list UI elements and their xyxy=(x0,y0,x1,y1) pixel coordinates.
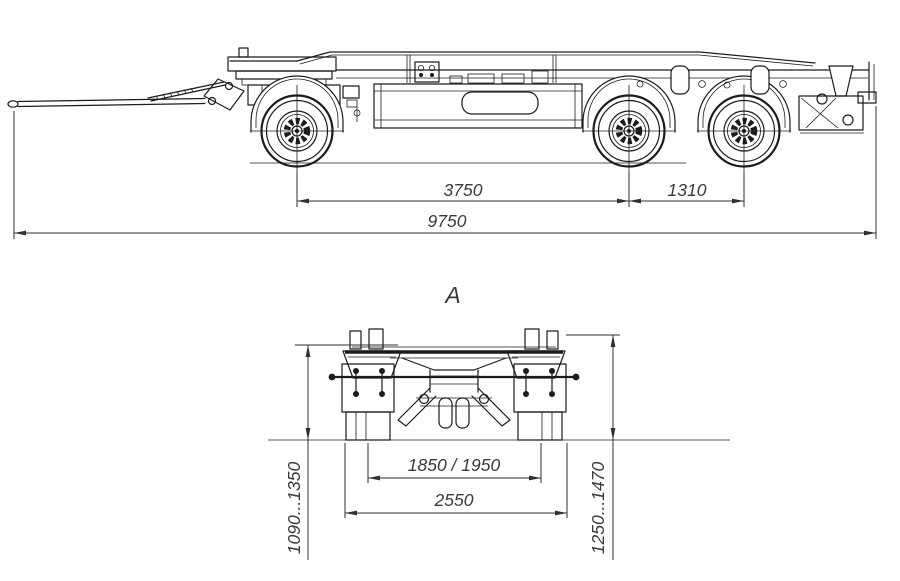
side-guard xyxy=(373,83,583,129)
chassis-frame xyxy=(229,51,869,84)
top-cross-beam xyxy=(345,328,563,359)
dim-frame-height-label: 1090...1350 xyxy=(284,462,304,555)
drawbar-eye xyxy=(7,100,19,108)
side-view-dimensions: 3750 1310 9750 xyxy=(13,106,877,239)
air-spring xyxy=(438,397,453,429)
fender-bolts xyxy=(353,368,555,397)
dim-bogie-spacing-label: 1310 xyxy=(668,180,707,200)
container-guides xyxy=(636,65,854,97)
air-tank xyxy=(461,91,539,115)
rear-suspension xyxy=(397,357,511,429)
dim-track-width-label: 1850 / 1950 xyxy=(408,455,501,475)
drawbar xyxy=(7,78,245,111)
rear-axle xyxy=(328,373,580,381)
dim-overall-height-label: 1250...1470 xyxy=(588,462,608,555)
roller xyxy=(842,114,854,126)
rear-view-wheels xyxy=(345,411,563,441)
side-view: 3750 1310 9750 xyxy=(7,47,877,239)
rear-view-dimensions: 1850 / 1950 2550 1090...1350 1250...1470 xyxy=(284,334,620,560)
view-a-label: A xyxy=(443,282,460,308)
roller xyxy=(816,93,828,105)
dim-overall-width-label: 2550 xyxy=(434,490,474,510)
dim-axle-spacing-label: 3750 xyxy=(444,180,483,200)
rear-view: A xyxy=(268,282,730,560)
air-spring xyxy=(455,397,470,429)
rear-view-fenders xyxy=(341,363,567,413)
dim-overall-length-label: 9750 xyxy=(428,211,467,231)
rear-bumper xyxy=(798,61,877,134)
deck-fittings xyxy=(414,61,549,84)
coupling-link xyxy=(203,78,245,111)
ratchet-teeth xyxy=(155,87,194,100)
